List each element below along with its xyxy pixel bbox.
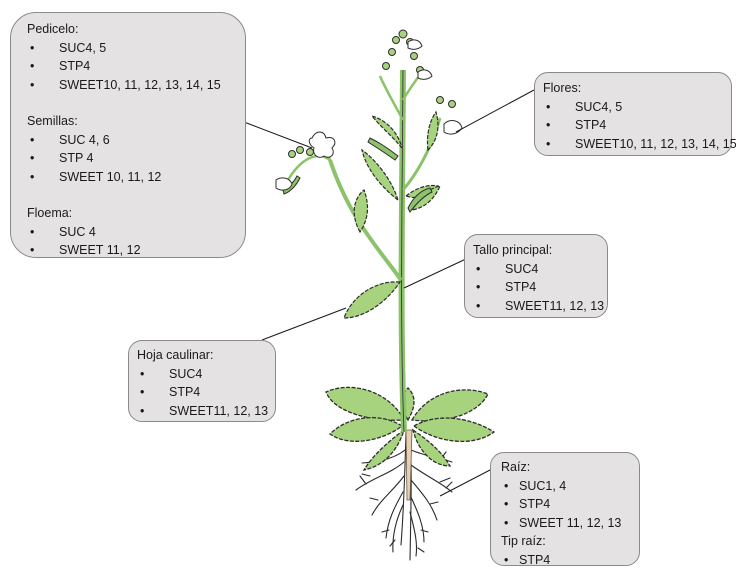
list-item: STP4 <box>473 278 601 297</box>
semillas-title: Semillas: <box>27 112 235 131</box>
list-item: SUC1, 4 <box>501 477 633 496</box>
semillas-list: SUC 4, 6 STP 4 SWEET 10, 11, 12 <box>27 131 235 187</box>
list-item: STP 4 <box>27 149 235 168</box>
flores-list: SUC4, 5 STP4 SWEET10, 11, 12, 13, 14, 15 <box>543 98 727 154</box>
tallo-title: Tallo principal: <box>473 241 601 260</box>
stems <box>288 70 440 432</box>
list-item: STP4 <box>501 495 633 514</box>
hoja-title: Hoja caulinar: <box>137 346 269 365</box>
tip-raiz-list: STP4 <box>501 551 633 570</box>
list-item: SWEET 11, 12 <box>27 241 235 260</box>
pedicelo-semillas-floema-box: Pedicelo: SUC4, 5 STP4 SWEET10, 11, 12, … <box>10 12 246 258</box>
tallo-principal-box: Tallo principal: SUC4 STP4 SWEET11, 12, … <box>464 234 608 318</box>
pedicelo-title: Pedicelo: <box>27 20 235 39</box>
flores-title: Flores: <box>543 79 727 98</box>
list-item: SUC4, 5 <box>27 39 235 58</box>
list-item: SWEET10, 11, 12, 13, 14, 15 <box>27 76 235 95</box>
list-item: STP4 <box>543 116 727 135</box>
raiz-title: Raíz: <box>501 458 633 477</box>
list-item: SWEET 10, 11, 12 <box>27 168 235 187</box>
list-item: SUC4 <box>473 260 601 279</box>
list-item: SUC4, 5 <box>543 98 727 117</box>
floema-list: SUC 4 SWEET 11, 12 <box>27 223 235 260</box>
list-item: SUC 4 <box>27 223 235 242</box>
hoja-list: SUC4 STP4 SWEET11, 12, 13 <box>137 365 269 421</box>
pedicelo-list: SUC4, 5 STP4 SWEET10, 11, 12, 13, 14, 15 <box>27 39 235 95</box>
flores-box: Flores: SUC4, 5 STP4 SWEET10, 11, 12, 13… <box>534 72 732 156</box>
list-item: STP4 <box>137 383 269 402</box>
tip-raiz-title: Tip raíz: <box>501 532 633 551</box>
list-item: SWEET11, 12, 13 <box>137 402 269 421</box>
raiz-box: Raíz: SUC1, 4 STP4 SWEET 11, 12, 13 Tip … <box>490 452 640 566</box>
list-item: STP4 <box>501 551 633 570</box>
list-item: STP4 <box>27 57 235 76</box>
list-item: SWEET11, 12, 13 <box>473 297 601 316</box>
list-item: SUC 4, 6 <box>27 131 235 150</box>
floema-title: Floema: <box>27 204 235 223</box>
cauline-leaves <box>344 112 440 318</box>
tallo-list: SUC4 STP4 SWEET11, 12, 13 <box>473 260 601 316</box>
list-item: SWEET 11, 12, 13 <box>501 514 633 533</box>
list-item: SWEET10, 11, 12, 13, 14, 15 <box>543 135 727 154</box>
hoja-caulinar-box: Hoja caulinar: SUC4 STP4 SWEET11, 12, 13 <box>128 340 276 422</box>
list-item: SUC4 <box>137 365 269 384</box>
raiz-list: SUC1, 4 STP4 SWEET 11, 12, 13 <box>501 477 633 533</box>
